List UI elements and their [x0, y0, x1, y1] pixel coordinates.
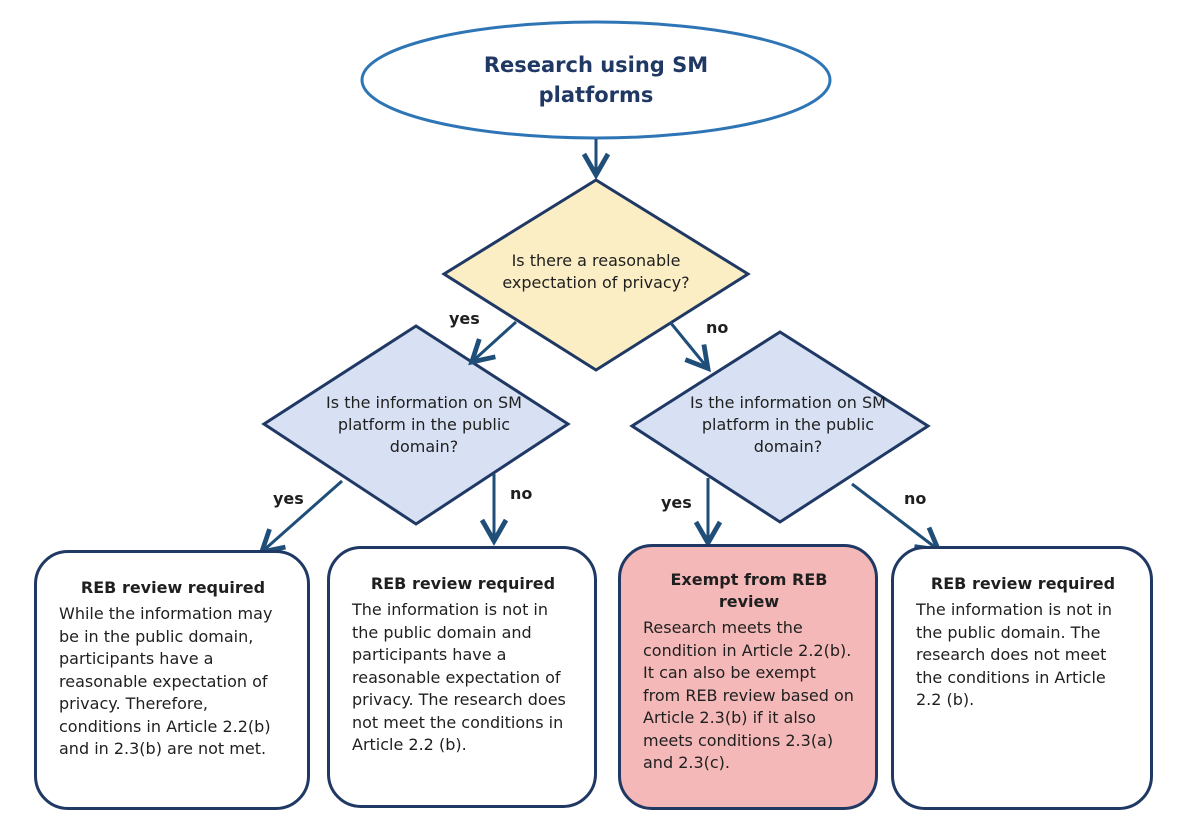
outcome-box-right-no: REB review required The information is n…	[891, 546, 1153, 810]
outcome-title: Exempt from REB review	[670, 570, 828, 611]
edge-label-left-yes: yes	[273, 489, 304, 508]
q2-right-question-label: Is the information on SM platform in the…	[690, 393, 886, 456]
outcome-title: REB review required	[80, 578, 266, 597]
q1-question-label: Is there a reasonable expectation of pri…	[502, 251, 690, 292]
q2-left-question-label: Is the information on SM platform in the…	[326, 393, 522, 456]
edge-label-right-no: no	[904, 489, 927, 508]
q2-right-diamond-shape	[629, 330, 931, 524]
q2-left-diamond-shape	[261, 324, 571, 526]
edge-label-q1-yes: yes	[449, 309, 480, 328]
q1-diamond-shape	[441, 178, 751, 372]
arrow-right-no	[851, 482, 943, 553]
outcome-box-exempt: Exempt from REB review Research meets th…	[618, 544, 878, 810]
outcome-body: Research meets the condition in Article …	[643, 618, 854, 772]
outcome-body: The information is not in the public dom…	[916, 600, 1113, 709]
arrow-q1-no	[668, 321, 711, 373]
edge-label-left-no: no	[510, 484, 533, 503]
outcome-box-left-yes: REB review required While the informatio…	[34, 550, 310, 810]
outcome-box-left-no: REB review required The information is n…	[327, 546, 597, 808]
edge-label-right-yes: yes	[661, 493, 692, 512]
outcome-body: The information is not in the public dom…	[352, 600, 566, 754]
arrow-left-yes	[258, 479, 343, 556]
outcome-body: While the information may be in the publ…	[59, 604, 273, 758]
edge-label-q1-no: no	[706, 318, 729, 337]
arrow-q1-yes	[468, 320, 518, 366]
start-node-shape	[360, 20, 832, 140]
outcome-title: REB review required	[370, 574, 556, 593]
outcome-title: REB review required	[930, 574, 1116, 593]
start-node-label: Research using SM platforms	[483, 53, 709, 107]
